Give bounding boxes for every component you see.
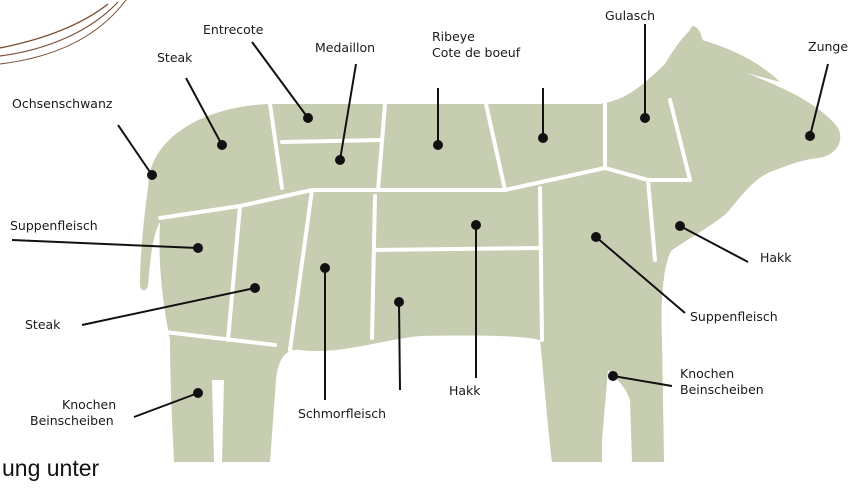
marker-suppenfleisch-left — [193, 243, 203, 253]
marker-schmorfleisch — [320, 263, 330, 273]
label-ribeye: Ribeye — [432, 29, 475, 44]
ornament-decoration — [0, 0, 126, 64]
label-knochen-left: Knochen — [62, 397, 116, 412]
marker-hakk-bottom — [471, 220, 481, 230]
label-cote-de-boeuf: Cote de boeuf — [432, 45, 521, 60]
marker-gulasch — [640, 113, 650, 123]
label-hakk-bottom: Hakk — [449, 383, 481, 398]
marker-entrecote — [303, 113, 313, 123]
marker-steak-top — [217, 140, 227, 150]
marker-suppenfleisch-right — [591, 232, 601, 242]
label-suppenfleisch-left: Suppenfleisch — [10, 218, 98, 233]
label-beinscheiben-left: Beinscheiben — [30, 413, 114, 428]
marker-ribeye — [433, 140, 443, 150]
bottom-text-fragment: ung unter — [2, 455, 100, 481]
label-entrecote: Entrecote — [203, 22, 264, 37]
label-hakk-right: Hakk — [760, 250, 792, 265]
marker-zunge — [805, 131, 815, 141]
label-beinscheiben-right: Beinscheiben — [680, 382, 764, 397]
label-steak-left: Steak — [25, 317, 61, 332]
marker-medaillon — [335, 155, 345, 165]
label-schmorfleisch: Schmorfleisch — [298, 406, 386, 421]
label-ochsenschwanz: Ochsenschwanz — [12, 96, 113, 111]
marker-knochen-right — [608, 371, 618, 381]
label-medaillon: Medaillon — [315, 40, 375, 55]
label-knochen-right: Knochen — [680, 366, 734, 381]
marker-steak-left — [250, 283, 260, 293]
label-gulasch: Gulasch — [605, 8, 655, 23]
marker-knochen-left — [193, 388, 203, 398]
marker-brisket — [394, 297, 404, 307]
marker-rib-second — [538, 133, 548, 143]
marker-ochsenschwanz — [147, 170, 157, 180]
label-steak-top: Steak — [157, 50, 193, 65]
label-zunge: Zunge — [808, 39, 848, 54]
marker-hakk-right — [675, 221, 685, 231]
label-suppenfleisch-right: Suppenfleisch — [690, 309, 778, 324]
